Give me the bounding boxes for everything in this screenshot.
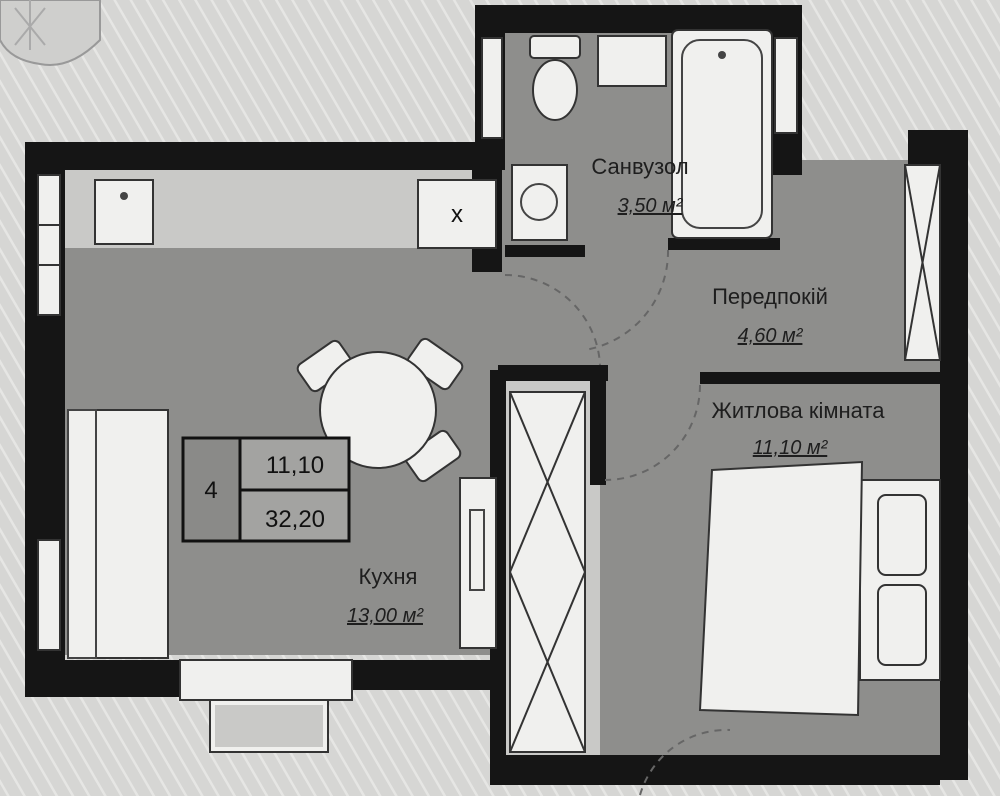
badge-living-area: 11,10 xyxy=(266,452,324,479)
toilet-tank xyxy=(529,35,581,59)
bathroom-name: Санвузол xyxy=(591,154,688,179)
bed-blanket xyxy=(698,460,864,717)
apartment-badge: 4 11,10 32,20 xyxy=(181,436,351,543)
stove xyxy=(417,179,497,249)
bathtub xyxy=(671,29,773,239)
bathroom-fixtures xyxy=(511,29,773,241)
living-room-area: 11,10 м² xyxy=(753,437,829,459)
kitchen-sink xyxy=(94,179,154,245)
kitchen-name: Кухня xyxy=(359,564,418,589)
hallway-name: Передпокій xyxy=(712,284,828,309)
living-room-name: Житлова кімната xyxy=(712,398,886,423)
bathroom-area: 3,50 м² xyxy=(618,195,684,217)
pillow xyxy=(877,494,927,576)
pillow xyxy=(877,584,927,666)
kitchen-cabinet xyxy=(459,477,497,649)
kitchen-area: 13,00 м² xyxy=(347,605,424,627)
toilet-bowl xyxy=(532,59,578,121)
bed xyxy=(698,460,941,717)
logo-seal xyxy=(0,0,101,66)
windows xyxy=(37,37,941,651)
hallway-area: 4,60 м² xyxy=(738,325,804,347)
wardrobe xyxy=(509,391,586,753)
badge-total-area: 32,20 xyxy=(265,506,325,533)
sofa xyxy=(67,409,169,659)
door-swings xyxy=(504,249,731,796)
kitchen-fixtures: x xyxy=(67,179,497,659)
stove-mark: x xyxy=(451,201,463,228)
balcony xyxy=(179,659,353,753)
badge-rooms-number: 4 xyxy=(204,477,217,504)
sink xyxy=(597,35,667,87)
